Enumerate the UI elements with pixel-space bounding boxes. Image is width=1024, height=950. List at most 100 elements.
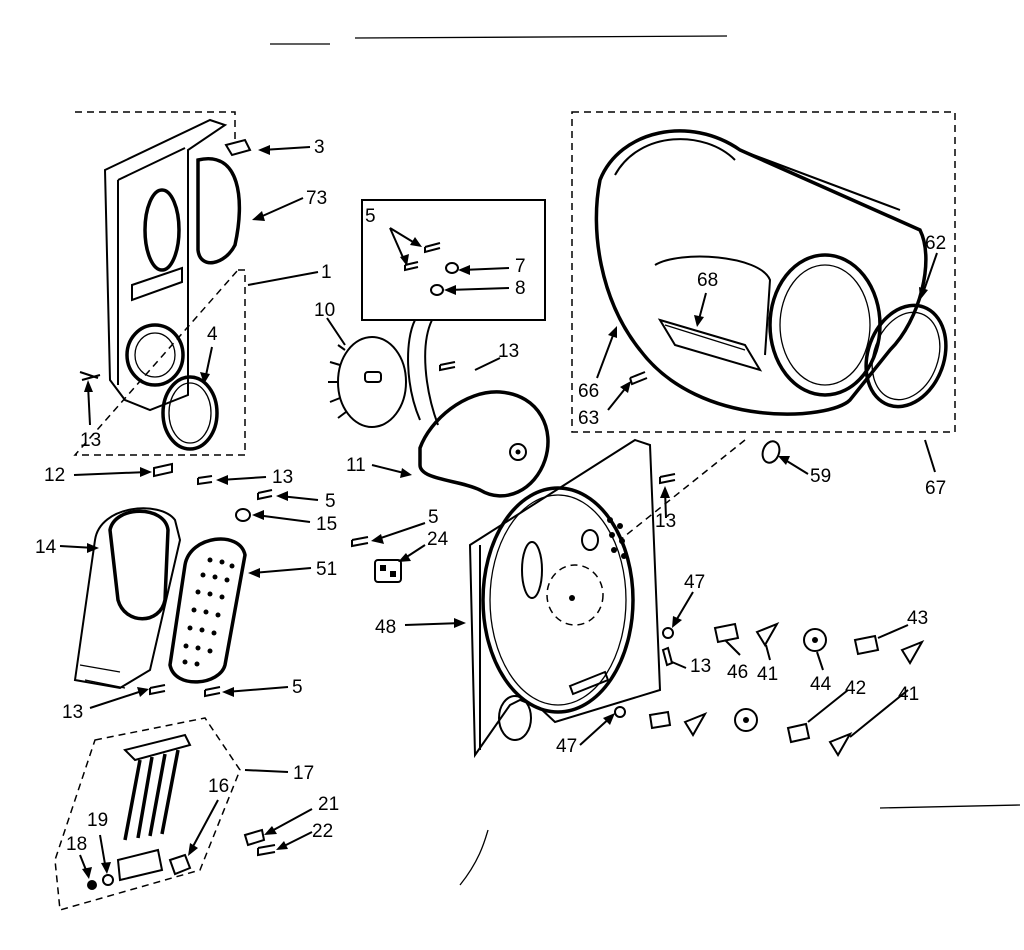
callout-16: 16 bbox=[208, 776, 229, 797]
screw-13-c bbox=[197, 475, 213, 486]
screw-13-e bbox=[659, 473, 676, 485]
callout-43: 43 bbox=[907, 608, 928, 629]
stray-rule bbox=[879, 804, 1021, 809]
callout-13-clip: 13 bbox=[272, 467, 293, 488]
part-21 bbox=[243, 828, 266, 847]
callout-13-blower: 13 bbox=[498, 341, 519, 362]
baffle-68 bbox=[657, 318, 763, 372]
bracket-41-c bbox=[683, 712, 708, 737]
roller-43 bbox=[853, 634, 880, 656]
screw-inset-box bbox=[361, 199, 546, 426]
thermostat-24 bbox=[351, 536, 402, 583]
callout-73: 73 bbox=[306, 188, 327, 209]
callout-1: 1 bbox=[321, 262, 332, 283]
screw-5-b bbox=[257, 489, 273, 501]
roller-assemblies bbox=[614, 622, 925, 757]
duct-seal-4 bbox=[161, 375, 219, 451]
callout-42: 42 bbox=[845, 678, 866, 699]
front-bulkhead-group bbox=[73, 111, 252, 456]
callout-7: 7 bbox=[515, 256, 526, 277]
washer-19 bbox=[102, 874, 114, 886]
washer-18 bbox=[87, 880, 97, 890]
blower-housing-11 bbox=[418, 361, 550, 498]
callout-13-duct: 13 bbox=[62, 702, 83, 723]
front-panel-opening-lower bbox=[125, 323, 185, 387]
roller-46-a bbox=[713, 622, 740, 644]
roller-42 bbox=[786, 722, 811, 744]
drum-seal-62 bbox=[864, 303, 948, 409]
bracket-41-b bbox=[900, 640, 925, 665]
callout-10: 10 bbox=[314, 300, 335, 321]
clip-3 bbox=[224, 138, 252, 157]
nut-15 bbox=[235, 508, 251, 522]
callout-63: 63 bbox=[578, 408, 599, 429]
callout-67: 67 bbox=[925, 478, 946, 499]
bearing-59 bbox=[761, 440, 781, 464]
callout-5-inset: 5 bbox=[365, 206, 376, 227]
callout-13-roller: 13 bbox=[690, 656, 711, 677]
screw-5-d bbox=[204, 686, 221, 698]
screw-5-c bbox=[351, 536, 369, 548]
rear-bulkhead-48 bbox=[468, 438, 676, 759]
callout-5-duct: 5 bbox=[325, 491, 336, 512]
callout-labels: 3 73 1 4 13 5 7 8 10 13 11 12 13 5 15 14… bbox=[35, 137, 946, 855]
callout-3: 3 bbox=[314, 137, 325, 158]
drum-rear-opening bbox=[768, 253, 882, 397]
callout-14: 14 bbox=[35, 537, 57, 558]
callout-68: 68 bbox=[697, 270, 718, 291]
door-seal-73 bbox=[196, 156, 242, 265]
bracket-41-a bbox=[755, 622, 780, 647]
callout-24: 24 bbox=[427, 529, 449, 550]
screw-13-a bbox=[79, 371, 101, 381]
clip-12 bbox=[153, 462, 173, 478]
washer-47-a bbox=[662, 627, 674, 639]
bracket-41-d bbox=[828, 732, 853, 757]
filter-holes bbox=[182, 557, 235, 667]
drum-group bbox=[571, 111, 956, 433]
front-panel bbox=[103, 118, 228, 412]
callout-17: 17 bbox=[293, 763, 314, 784]
callout-11: 11 bbox=[346, 455, 366, 476]
stray-mark bbox=[459, 829, 489, 886]
blower-wheel-10 bbox=[328, 336, 407, 428]
callout-5-filter: 5 bbox=[292, 677, 303, 698]
callout-22: 22 bbox=[312, 821, 333, 842]
callout-21: 21 bbox=[318, 794, 339, 815]
heater-assembly-17 bbox=[54, 717, 276, 911]
header-rule-right bbox=[354, 35, 728, 39]
callout-48: 48 bbox=[375, 617, 396, 638]
screw-22 bbox=[257, 844, 276, 857]
callout-13-bulkhead: 13 bbox=[655, 511, 676, 532]
callout-19: 19 bbox=[87, 810, 108, 831]
callout-41-bottom: 41 bbox=[898, 684, 919, 705]
callout-4: 4 bbox=[207, 324, 218, 345]
callout-8: 8 bbox=[515, 278, 526, 299]
lint-filter-51 bbox=[168, 537, 247, 684]
leader-lines bbox=[59, 145, 938, 879]
callout-62: 62 bbox=[925, 233, 946, 254]
callout-59: 59 bbox=[810, 466, 831, 487]
callout-5-thermostat: 5 bbox=[428, 507, 439, 528]
callout-44: 44 bbox=[810, 674, 832, 695]
callout-46: 46 bbox=[727, 662, 748, 683]
callout-12: 12 bbox=[44, 465, 65, 486]
callout-13-left: 13 bbox=[80, 430, 101, 451]
thermal-fuse-16 bbox=[168, 853, 192, 876]
washer-47-b bbox=[614, 706, 626, 718]
callout-41-top: 41 bbox=[757, 664, 778, 685]
callout-51: 51 bbox=[316, 559, 337, 580]
front-panel-opening-upper bbox=[143, 188, 181, 272]
callout-47-bottom: 47 bbox=[556, 736, 577, 757]
screw-13-f bbox=[661, 646, 674, 667]
screw-13-b bbox=[439, 361, 456, 372]
drum-67 bbox=[594, 129, 928, 416]
roller-46-b bbox=[648, 710, 672, 730]
screw-13-d bbox=[149, 684, 166, 696]
screw-63 bbox=[629, 371, 648, 386]
callout-18: 18 bbox=[66, 834, 87, 855]
callout-47-top: 47 bbox=[684, 572, 705, 593]
drum-leader bbox=[619, 439, 746, 541]
callout-15: 15 bbox=[316, 514, 337, 535]
